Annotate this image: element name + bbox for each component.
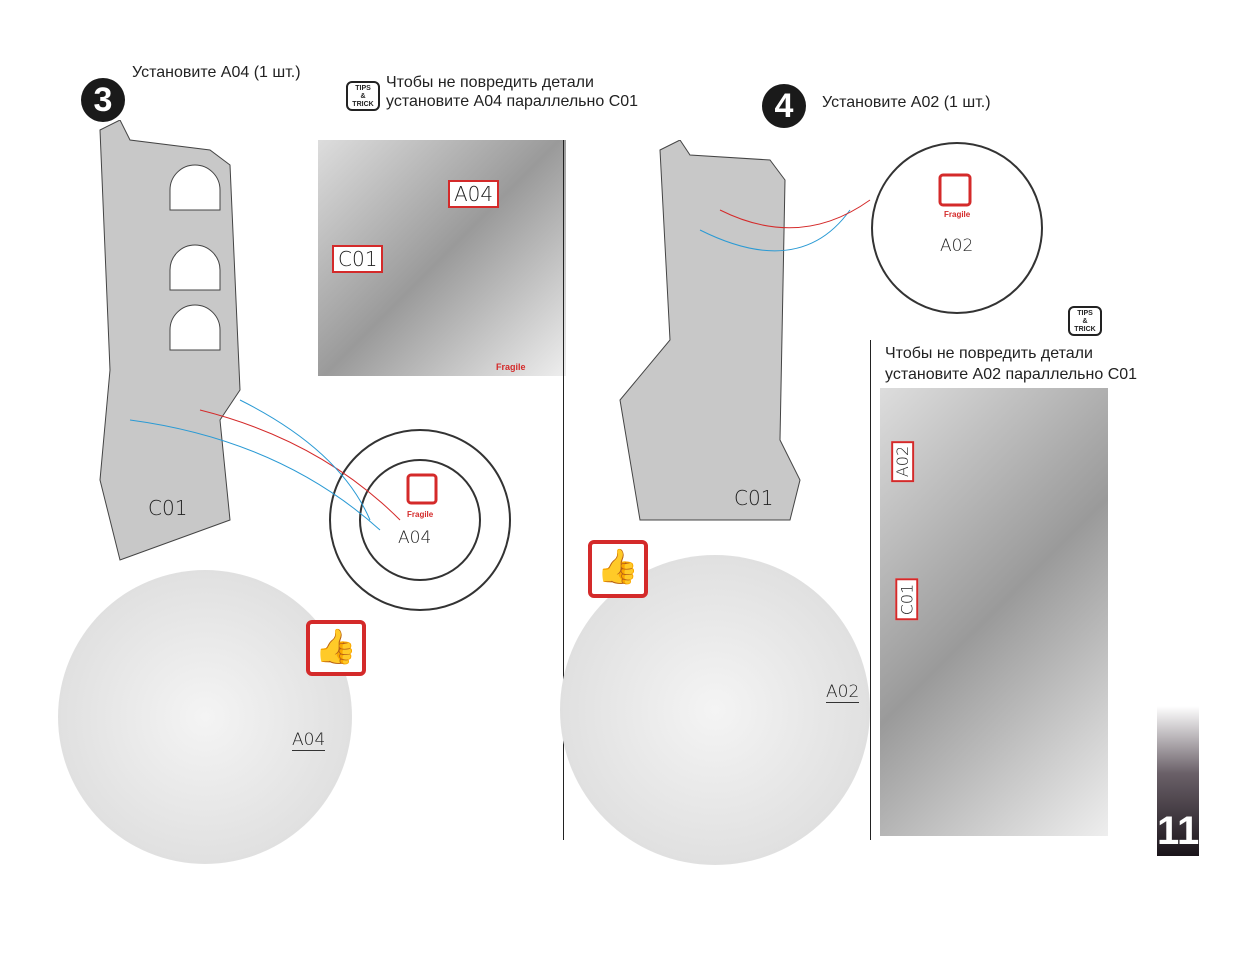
tips-trick-icon: TIPS&TRICK xyxy=(346,81,380,111)
photo-label-c01: C01 xyxy=(332,245,384,273)
tips-trick-icon-4: TIPS&TRICK xyxy=(1068,306,1102,336)
step-3-number: 3 xyxy=(81,78,125,122)
label-a02: A02 xyxy=(940,236,974,256)
step-4-result-photo xyxy=(560,555,870,865)
step-4-photo: A02 C01 xyxy=(880,388,1108,836)
fragile-label: Fragile xyxy=(407,510,434,519)
step-4-tip-line2: установите А02 параллельно С01 xyxy=(885,366,1138,383)
fragile-label-4: Fragile xyxy=(944,210,971,219)
step-3-tip-line2: установите А04 параллельно С01 xyxy=(386,93,639,110)
label-c01-4: C01 xyxy=(734,486,774,510)
step-4-number: 4 xyxy=(762,84,806,128)
result-label-a02: A02 xyxy=(826,682,860,703)
photo-label-a02: A02 xyxy=(891,440,915,483)
photo-label-a04: A04 xyxy=(448,180,500,208)
label-a04: A04 xyxy=(398,528,432,548)
step-4-tip-line1: Чтобы не повредить детали xyxy=(885,345,1093,362)
step-3-result-photo xyxy=(58,570,352,864)
step-4-title: Установите А02 (1 шт.) xyxy=(822,94,991,111)
result-label-a04: A04 xyxy=(292,730,326,751)
step-4-diagram xyxy=(619,140,1043,521)
page-number: 11 xyxy=(1157,706,1199,856)
step-3-diagram xyxy=(99,120,511,611)
step-3-title: Установите А04 (1 шт.) xyxy=(132,64,301,81)
step-3-tip-line1: Чтобы не повредить детали xyxy=(386,74,594,91)
label-c01: C01 xyxy=(148,496,188,520)
thumbs-up-icon-4: 👍 xyxy=(588,540,648,598)
part-c01-shape xyxy=(619,140,801,521)
photo-label-c01: C01 xyxy=(895,578,919,621)
thumbs-up-icon: 👍 xyxy=(306,620,366,676)
divider xyxy=(563,140,564,840)
step-3-photo: C01 A04 Fragile xyxy=(318,140,566,376)
photo-fragile-label: Fragile xyxy=(496,362,526,372)
divider-2 xyxy=(870,340,871,840)
